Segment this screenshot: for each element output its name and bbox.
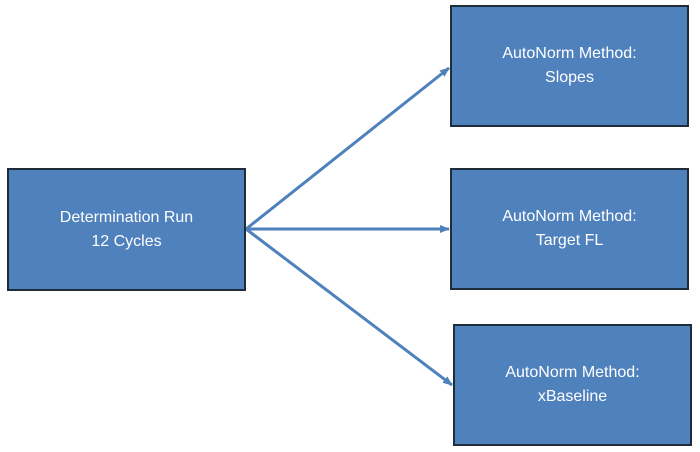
autonorm-slopes-box: AutoNorm Method: Slopes bbox=[450, 5, 689, 127]
determination-run-box: Determination Run 12 Cycles bbox=[7, 168, 246, 291]
autonorm-target-fl-box: AutoNorm Method: Target FL bbox=[450, 168, 689, 290]
autonorm-target-fl-value: Target FL bbox=[535, 232, 604, 249]
autonorm-xbaseline-value: xBaseline bbox=[537, 388, 608, 405]
arrow-to-slopes bbox=[245, 66, 450, 231]
autonorm-slopes-value: Slopes bbox=[545, 69, 594, 86]
determination-run-cycles: 12 Cycles bbox=[91, 232, 162, 250]
autonorm-slopes-label: AutoNorm Method: bbox=[502, 45, 637, 62]
autonorm-target-fl-label: AutoNorm Method: bbox=[502, 208, 637, 225]
autonorm-xbaseline-box: AutoNorm Method: xBaseline bbox=[453, 324, 692, 446]
arrow-to-xbaseline bbox=[245, 227, 453, 387]
autonorm-xbaseline-label: AutoNorm Method: bbox=[505, 364, 640, 381]
determination-run-title: Determination Run bbox=[59, 208, 194, 226]
